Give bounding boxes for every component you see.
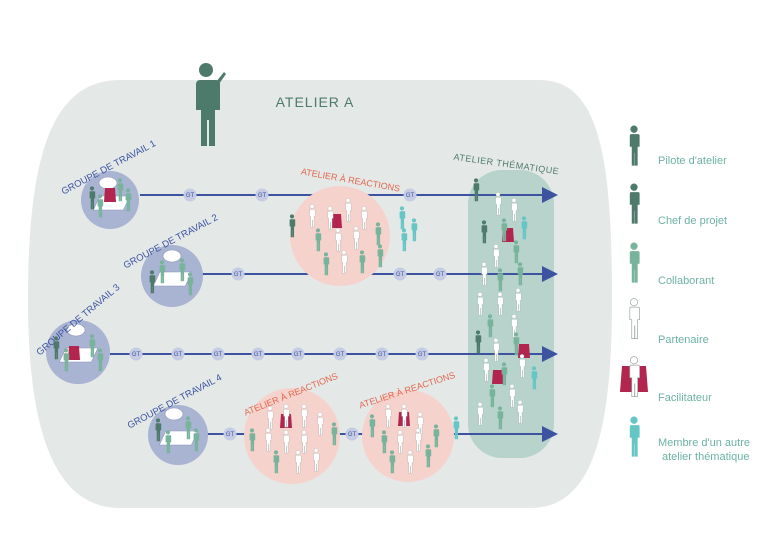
legend-facilitator: Facilitateur bbox=[626, 387, 766, 437]
atelier-area bbox=[28, 80, 612, 508]
legend-partner: Partenaire bbox=[626, 329, 766, 379]
reaction-circle-3 bbox=[362, 390, 454, 482]
gt-tag: GT bbox=[375, 347, 389, 361]
facilitator-cape bbox=[492, 370, 504, 384]
gt-tag: GT bbox=[231, 267, 245, 281]
svg-text:GT: GT bbox=[174, 352, 183, 358]
legend-project-lead: Chef de projet bbox=[626, 210, 766, 260]
gt-tag: GT bbox=[291, 347, 305, 361]
gt-tag: GT bbox=[415, 347, 429, 361]
gt-tag: GT bbox=[393, 267, 407, 281]
gt-tag: GT bbox=[211, 347, 225, 361]
gt-tag: GT bbox=[255, 188, 269, 202]
people bbox=[53, 178, 538, 474]
legend-label: Membre d'un autre bbox=[658, 437, 750, 449]
svg-text:GT: GT bbox=[436, 272, 445, 278]
legend-collaborator: Collaborant bbox=[626, 270, 766, 320]
facilitator-cape bbox=[68, 346, 80, 360]
legend-icons bbox=[620, 125, 648, 457]
svg-text:GT: GT bbox=[378, 352, 387, 358]
gt-tag: GT bbox=[251, 347, 265, 361]
gt-tag: GT bbox=[345, 427, 359, 441]
thematic-workshop-area bbox=[468, 170, 554, 458]
gt-tag: GT bbox=[333, 347, 347, 361]
atelier-title: ATELIER A bbox=[276, 94, 355, 110]
legend-label: Collaborant bbox=[658, 275, 715, 287]
svg-text:GT: GT bbox=[234, 272, 243, 278]
svg-text:GT: GT bbox=[336, 352, 345, 358]
svg-text:GT: GT bbox=[186, 193, 195, 199]
svg-text:GT: GT bbox=[418, 352, 427, 358]
facilitator-icon bbox=[620, 356, 648, 398]
gt-tag: GT bbox=[171, 347, 185, 361]
facilitator-cape bbox=[104, 188, 116, 202]
gt-tag: GT bbox=[129, 347, 143, 361]
gt-tag: GT bbox=[403, 188, 417, 202]
gt-tags: GT GT GT GT GT GT GT GT GT GT GT GT GT GT GT GT bbox=[129, 188, 447, 441]
legend-pilot: Pilote d'atelier bbox=[626, 150, 766, 200]
legend-label-line2: atelier thématique bbox=[662, 451, 750, 463]
gt-tag: GT bbox=[433, 267, 447, 281]
svg-text:GT: GT bbox=[226, 432, 235, 438]
legend-label: Facilitateur bbox=[658, 392, 712, 404]
svg-text:GT: GT bbox=[258, 193, 267, 199]
svg-text:GT: GT bbox=[214, 352, 223, 358]
svg-text:GT: GT bbox=[132, 352, 141, 358]
legend-label: Chef de projet bbox=[658, 215, 728, 227]
svg-text:GT: GT bbox=[254, 352, 263, 358]
legend-label: Partenaire bbox=[658, 334, 709, 346]
legend-label: Pilote d'atelier bbox=[658, 155, 727, 167]
svg-text:GT: GT bbox=[294, 352, 303, 358]
gt-tag: GT bbox=[183, 188, 197, 202]
svg-text:GT: GT bbox=[406, 193, 415, 199]
gt-tag: GT bbox=[223, 427, 237, 441]
pilot-figure bbox=[196, 63, 226, 146]
svg-text:GT: GT bbox=[348, 432, 357, 438]
legend-other-member: Membre d'un autre atelier thématique bbox=[626, 434, 766, 484]
svg-text:GT: GT bbox=[396, 272, 405, 278]
